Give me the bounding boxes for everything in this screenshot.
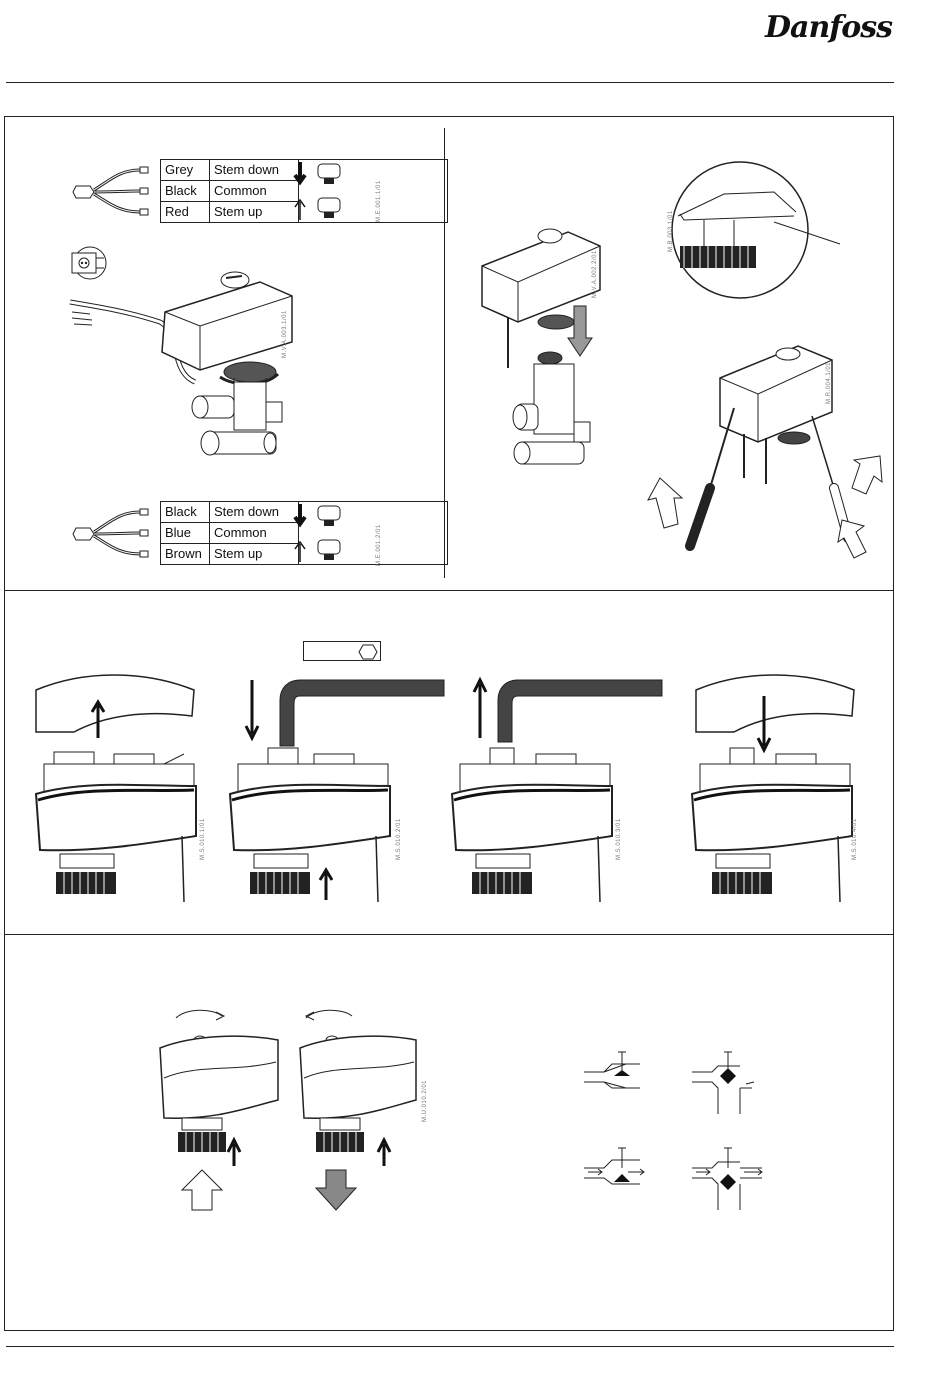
valve-symbol-icon: [584, 1048, 654, 1104]
wire-function: Stem up: [210, 202, 299, 223]
wire-color: Black: [161, 181, 210, 202]
wire-color: Blue: [161, 523, 210, 544]
step3-remove-hex-key: [450, 676, 670, 904]
step1-remove-cover: [34, 676, 204, 904]
header-divider: [6, 82, 894, 83]
valve-symbol-icon: [692, 1048, 762, 1114]
valve-symbol-icon: [584, 1144, 654, 1200]
figure-code: M.B.003.1/01: [668, 210, 674, 252]
danfoss-logo: Danfoss: [765, 10, 892, 45]
wire-cable-bottom: [70, 502, 160, 564]
figure-code: M.E.001.1/01: [376, 180, 382, 222]
wire-function: Stem down: [210, 502, 299, 523]
valve-symbol-icon: [692, 1144, 766, 1210]
figure-code: M.S.010.2/01: [396, 818, 402, 860]
figure-code: M.S.010.4/01: [852, 818, 858, 860]
wire-color: Black: [161, 502, 210, 523]
step4-refit-cover: [690, 676, 860, 904]
wire-function: Stem down: [210, 160, 299, 181]
footer-divider: [6, 1346, 894, 1347]
figure-code: M.E.001.2/01: [376, 524, 382, 566]
wire-function: Common: [210, 523, 299, 544]
actuator-removal-illustration: [648, 338, 888, 578]
hex-key-box: [303, 641, 381, 661]
wire-color: Brown: [161, 544, 210, 565]
wire-cable-top: [70, 160, 160, 222]
hex-key-icon: [358, 644, 378, 660]
figure-code: M.V.A.003.1/01: [282, 310, 288, 358]
wire-function: Stem up: [210, 544, 299, 565]
actuator-valve-illustration: [70, 262, 300, 472]
figure-code: M.S.010.3/01: [616, 818, 622, 860]
wire-color: Red: [161, 202, 210, 223]
detail-magnifier-circle: [664, 160, 844, 300]
figure-code: M.U.010.2/01: [422, 1080, 428, 1122]
manual-override-illustrations: [156, 1004, 426, 1210]
figure-code: M.S.010.1/01: [200, 818, 206, 860]
figure-code: M.R.004.1/01: [826, 362, 832, 404]
wire-function: Common: [210, 181, 299, 202]
figure-code: M.V.A.002.2/01: [592, 250, 598, 298]
wire-color: Grey: [161, 160, 210, 181]
stem-direction-icons-top: [290, 160, 350, 224]
stem-direction-icons-bottom: [290, 502, 350, 566]
step2-insert-hex-key: [228, 676, 448, 904]
panel-manual-override: [4, 934, 894, 1331]
